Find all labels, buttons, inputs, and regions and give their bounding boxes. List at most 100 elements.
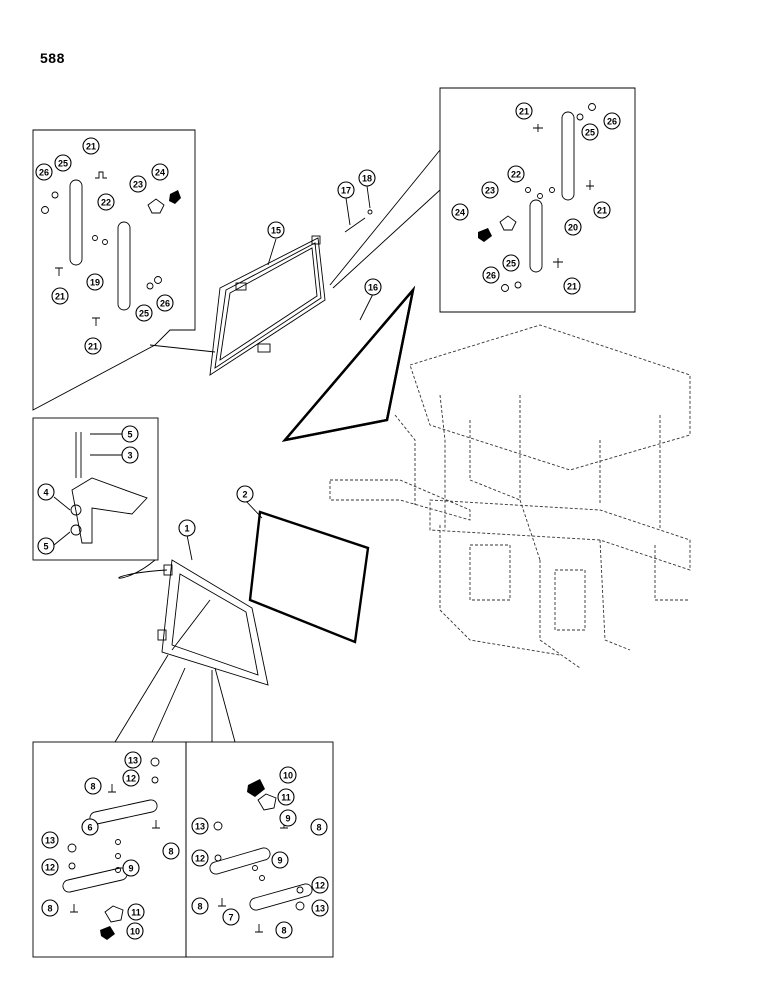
callout-label: 24 <box>155 168 165 178</box>
frame-latch-icon <box>235 282 247 291</box>
callout-8: 8 <box>310 818 328 836</box>
callout-circle <box>279 809 297 827</box>
callout-label: 12 <box>126 774 136 784</box>
nut-icon <box>213 821 223 831</box>
callout-12: 12 <box>191 849 209 867</box>
callout-circle <box>277 788 295 806</box>
nut-icon <box>150 757 160 767</box>
washer-icon <box>537 193 543 199</box>
callout-label: 10 <box>283 771 293 781</box>
callout-7: 7 <box>222 908 240 926</box>
callout-15: 15 <box>267 221 285 239</box>
washer-icon <box>259 875 265 881</box>
callout-circle <box>603 112 621 130</box>
callout-circle <box>162 842 180 860</box>
callout-label: 4 <box>43 488 48 498</box>
nut-icon <box>588 103 596 111</box>
washer-icon <box>296 886 304 894</box>
callout-22: 22 <box>507 165 525 183</box>
callout-label: 9 <box>128 864 133 874</box>
inset-top-right <box>329 87 636 313</box>
callout-circle <box>122 859 140 877</box>
washer-icon <box>70 504 82 516</box>
frame-latch-icon <box>257 343 271 353</box>
washer-icon <box>115 839 121 845</box>
bolt-icon <box>255 924 263 933</box>
callout-circle <box>593 201 611 219</box>
page-number: 588 <box>40 50 65 66</box>
callout-label: 1 <box>184 524 189 534</box>
latch-block-icon <box>104 905 124 923</box>
callout-label: 13 <box>195 822 205 832</box>
washer-icon <box>115 853 121 859</box>
callout-25: 25 <box>54 154 72 172</box>
callout-12: 12 <box>311 876 329 894</box>
callout-circle <box>451 203 469 221</box>
callout-label: 2 <box>242 490 247 500</box>
callout-label: 8 <box>316 823 321 833</box>
callout-label: 23 <box>485 186 495 196</box>
callout-label: 25 <box>585 128 595 138</box>
callout-21: 21 <box>82 137 100 155</box>
callout-circle <box>222 908 240 926</box>
callout-9: 9 <box>279 809 297 827</box>
strap-6-icon <box>89 799 158 825</box>
callout-circle <box>81 818 99 836</box>
hinge-pin-17 <box>344 217 366 233</box>
callout-circle <box>121 446 139 464</box>
callout-circle <box>54 154 72 172</box>
callout-circle <box>37 483 55 501</box>
callout-5: 5 <box>37 537 55 555</box>
callout-13: 13 <box>41 831 59 849</box>
washer-icon <box>252 865 258 871</box>
callout-label: 13 <box>128 756 138 766</box>
callout-circle <box>84 777 102 795</box>
callout-circle <box>337 181 355 199</box>
callout-label: 20 <box>568 223 578 233</box>
upper-window-frame <box>209 209 373 376</box>
callout-circle <box>37 537 55 555</box>
callout-label: 21 <box>88 342 98 352</box>
callout-label: 9 <box>277 856 282 866</box>
callout-label: 12 <box>195 854 205 864</box>
callout-25: 25 <box>581 123 599 141</box>
callout-circle <box>151 163 169 181</box>
callout-label: 21 <box>86 142 96 152</box>
callout-label: 6 <box>87 823 92 833</box>
hinge-bracket-icon <box>71 477 148 544</box>
lower-glass-2 <box>248 510 370 644</box>
callout-label: 13 <box>45 836 55 846</box>
bolt-icon <box>553 258 563 268</box>
callout-17: 17 <box>337 181 355 199</box>
pin-clip-18 <box>367 209 373 215</box>
callout-label: 26 <box>607 117 617 127</box>
callout-24: 24 <box>451 203 469 221</box>
callout-8: 8 <box>162 842 180 860</box>
callout-11: 11 <box>277 788 295 806</box>
callout-26: 26 <box>482 266 500 284</box>
washer-icon <box>514 281 522 289</box>
callout-circle <box>35 163 53 181</box>
callout-circle <box>515 102 533 120</box>
frame-hinge-icon <box>157 629 167 641</box>
bolt-icon <box>218 898 226 907</box>
latch-block-icon <box>147 198 165 214</box>
callout-13: 13 <box>311 899 329 917</box>
callout-circle <box>156 294 174 312</box>
nut-icon <box>154 276 162 284</box>
callout-2: 2 <box>236 485 254 503</box>
callout-6: 6 <box>81 818 99 836</box>
callout-circle <box>97 193 115 211</box>
callout-20: 20 <box>564 218 582 236</box>
hinge-strap-20 <box>561 111 575 201</box>
callout-label: 7 <box>228 913 233 923</box>
callout-circle <box>178 519 196 537</box>
callout-leaders <box>53 185 374 561</box>
callout-label: 26 <box>486 271 496 281</box>
callout-circle <box>564 218 582 236</box>
callout-label: 12 <box>315 881 325 891</box>
frame-hinge-icon <box>311 235 321 245</box>
washer-icon <box>151 776 159 784</box>
callout-circle <box>82 137 100 155</box>
callout-circle <box>581 123 599 141</box>
